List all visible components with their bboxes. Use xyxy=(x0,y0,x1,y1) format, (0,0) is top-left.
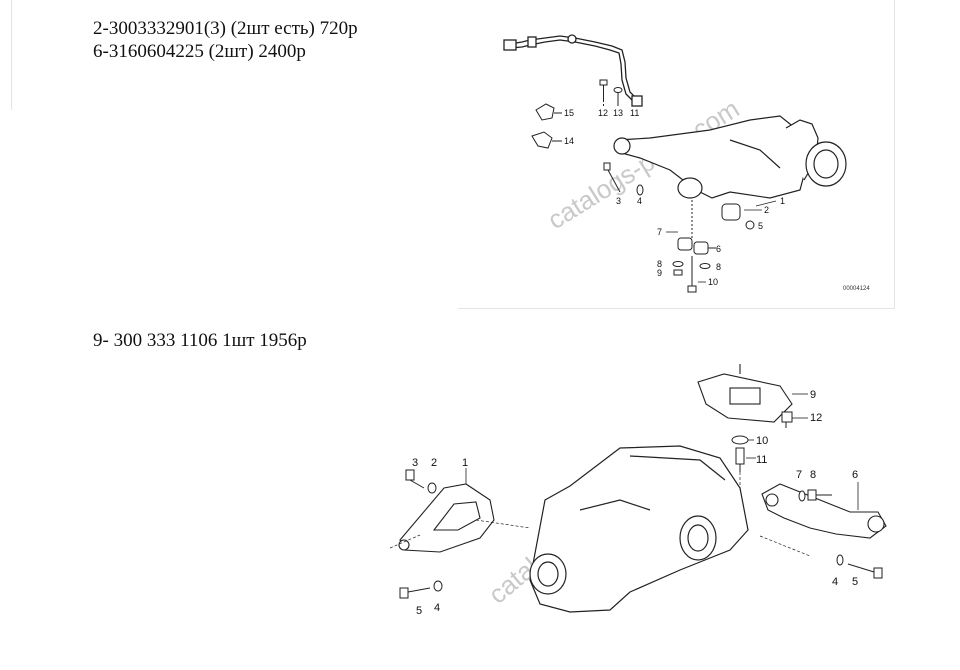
abs-sensor-wire xyxy=(503,34,643,107)
differential-housing xyxy=(529,445,749,613)
differential-drawing: catalogs-parts.com xyxy=(389,364,887,617)
callout-b3: 3 xyxy=(412,457,418,469)
callout-8: 8 xyxy=(657,259,662,269)
side-arm-6 xyxy=(761,483,887,539)
callout-b5-left: 5 xyxy=(416,605,422,617)
diagram-code: 00004124 xyxy=(843,286,870,292)
bolt-8-right xyxy=(798,489,832,502)
callout-13: 13 xyxy=(613,108,623,118)
bolt-12 xyxy=(599,79,608,106)
washer-4-left xyxy=(433,580,443,592)
callout-b9: 9 xyxy=(810,389,816,401)
bolt-10 xyxy=(687,256,697,293)
callout-1: 1 xyxy=(780,196,785,206)
callout-b6: 6 xyxy=(852,469,858,481)
bolt-5-left xyxy=(399,587,431,599)
stud-11 xyxy=(735,447,745,472)
trailing-arm-diagram: catalogs-parts.com 12 13 xyxy=(500,20,890,300)
upper-mount-9 xyxy=(697,364,793,423)
nut-9 xyxy=(673,269,683,276)
callout-b5-right: 5 xyxy=(852,576,858,588)
callout-12: 12 xyxy=(598,108,608,118)
washer-2-bottom xyxy=(427,482,437,494)
nut-5 xyxy=(745,220,755,230)
washer-10-bottom xyxy=(731,435,749,445)
diagram-bottom-edge xyxy=(458,308,895,309)
page-edge-right xyxy=(894,0,895,308)
callout-11: 11 xyxy=(630,108,639,118)
callout-7: 7 xyxy=(657,227,662,237)
callout-b10: 10 xyxy=(756,435,768,447)
washer-4 xyxy=(636,184,644,196)
callout-b8: 8 xyxy=(810,469,816,481)
callout-3: 3 xyxy=(616,196,621,206)
washer-13 xyxy=(613,87,623,106)
callout-4: 4 xyxy=(637,196,642,206)
bolt-5-right xyxy=(836,554,883,579)
rubber-mount-6 xyxy=(677,200,716,255)
bolt-12-bottom xyxy=(781,411,793,428)
bolt-3 xyxy=(603,162,621,193)
callout-9: 9 xyxy=(657,268,662,278)
callout-b7: 7 xyxy=(796,469,802,481)
callout-b4-right: 4 xyxy=(832,576,838,588)
callout-8b: 8 xyxy=(716,262,721,272)
page-edge-left xyxy=(11,0,12,110)
callout-b2: 2 xyxy=(431,457,437,469)
callout-10: 10 xyxy=(708,277,718,287)
clip-15 xyxy=(535,103,562,121)
clip-14 xyxy=(531,131,562,149)
callout-b11: 11 xyxy=(756,454,767,466)
callout-6: 6 xyxy=(716,244,721,254)
callout-15: 15 xyxy=(564,108,574,118)
callout-14: 14 xyxy=(564,136,574,146)
part-line-1: 2-3003332901(3) (2шт есть) 720р xyxy=(93,18,358,39)
callout-b4-left: 4 xyxy=(434,602,440,614)
bolt-3-bottom xyxy=(405,469,425,489)
part-line-2: 6-3160604225 (2шт) 2400р xyxy=(93,41,306,62)
trailing-arm xyxy=(613,115,847,199)
callout-b1: 1 xyxy=(462,457,468,469)
mount-bracket-1 xyxy=(398,483,495,553)
trailing-arm-drawing: catalogs-parts.com 12 13 xyxy=(503,34,870,293)
washer-8 xyxy=(672,261,711,269)
part-line-3: 9- 300 333 1106 1шт 1956р xyxy=(93,330,307,351)
differential-diagram: catalogs-parts.com xyxy=(380,360,900,665)
callout-5: 5 xyxy=(758,221,763,231)
callout-2: 2 xyxy=(764,205,769,215)
callout-b12: 12 xyxy=(810,412,822,424)
bushing-2 xyxy=(721,203,741,221)
